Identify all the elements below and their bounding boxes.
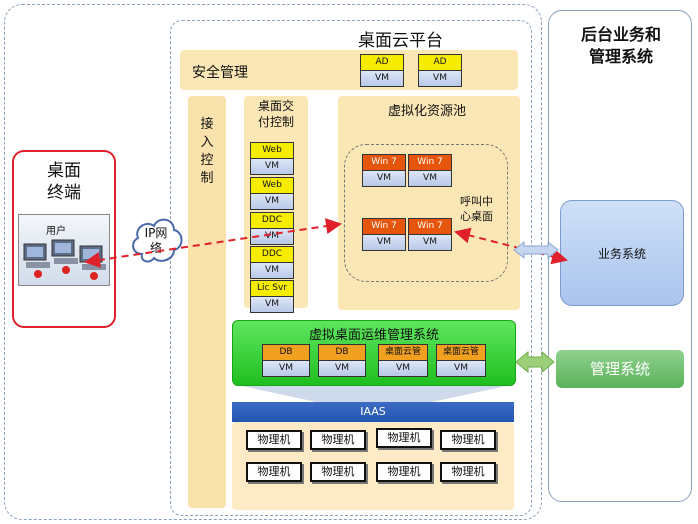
physical-machine: 物理机: [440, 462, 496, 482]
vm-label: VM: [418, 71, 462, 87]
business-double-arrow: [513, 240, 559, 260]
callcenter-group: [344, 144, 508, 282]
physical-machine: 物理机: [310, 462, 366, 482]
access-char: 控: [200, 153, 214, 168]
terminal-title-line-1: 桌面: [47, 161, 81, 181]
access-char: 制: [200, 171, 214, 186]
delivery-vm-2: Web VM: [250, 177, 294, 210]
physical-machine: 物理机: [246, 430, 302, 450]
vm-role-label: Win 7: [362, 218, 406, 235]
vm-label: VM: [250, 297, 294, 313]
platform-title: 桌面云平台: [358, 31, 443, 51]
terminal-title-line-2: 终端: [47, 183, 81, 203]
backend-title: 后台业务和 管理系统: [558, 24, 684, 68]
access-char: 入: [200, 135, 214, 150]
physical-machine: 物理机: [310, 430, 366, 450]
vm-role-label: Win 7: [408, 218, 452, 235]
vm-label: VM: [378, 361, 428, 377]
physical-machine: 物理机: [440, 430, 496, 450]
vm-role-label: Lic Svr: [250, 280, 294, 297]
ops-management-title: 虚拟桌面运维管理系统: [308, 328, 439, 343]
vm-label: VM: [250, 194, 294, 210]
vm-role-label: DB: [262, 344, 310, 361]
platform-frame: [170, 20, 532, 516]
callcenter-label: 呼叫中 心桌面: [460, 194, 493, 224]
iaas-funnel: [242, 386, 506, 402]
vm-role-label: 桌面云管: [436, 344, 486, 361]
ops-vm-1: DB VM: [262, 344, 310, 377]
delivery-title-line-1: 桌面交: [257, 99, 294, 113]
resource-pool-title: 虚拟化资源池: [388, 104, 467, 119]
vm-label: VM: [262, 361, 310, 377]
vm-role-label: 桌面云管: [378, 344, 428, 361]
physical-machine: 物理机: [246, 462, 302, 482]
vm-role-label: AD: [360, 54, 404, 71]
user-label: 用户: [46, 226, 66, 237]
access-control-title: 接 入 控 制: [196, 116, 218, 188]
vm-role-label: AD: [418, 54, 462, 71]
ops-vm-2: DB VM: [318, 344, 366, 377]
vm-role-label: Web: [250, 142, 294, 159]
delivery-vm-5: Lic Svr VM: [250, 280, 294, 313]
ops-vm-3: 桌面云管 VM: [378, 344, 428, 377]
iaas-layer: IAAS: [232, 402, 514, 422]
security-title: 安全管理: [192, 65, 248, 81]
vm-label: VM: [318, 361, 366, 377]
delivery-title-line-2: 付控制: [257, 115, 294, 129]
management-double-arrow: [515, 350, 555, 374]
callcenter-line-2: 心桌面: [460, 210, 493, 223]
pool-vm-4: Win 7 VM: [408, 218, 452, 251]
desktop-terminal-title: 桌面 终端: [12, 160, 116, 204]
security-vm-2: AD VM: [418, 54, 462, 87]
pool-vm-1: Win 7 VM: [362, 154, 406, 187]
business-system: 业务系统: [560, 200, 684, 306]
vm-role-label: Win 7: [408, 154, 452, 171]
security-vm-1: AD VM: [360, 54, 404, 87]
pool-vm-3: Win 7 VM: [362, 218, 406, 251]
delivery-control-title: 桌面交 付控制: [244, 98, 308, 130]
terminal-pool-link: [84, 218, 342, 268]
vm-label: VM: [360, 71, 404, 87]
vm-role-label: Win 7: [362, 154, 406, 171]
vm-label: VM: [408, 171, 452, 187]
vm-role-label: Web: [250, 177, 294, 194]
backend-title-line-1: 后台业务和: [580, 25, 661, 44]
vm-label: VM: [408, 235, 452, 251]
vm-role-label: DB: [318, 344, 366, 361]
vm-label: VM: [362, 171, 406, 187]
management-system: 管理系统: [556, 350, 684, 388]
access-control-column: [188, 96, 226, 508]
pool-business-link: [454, 227, 568, 265]
callcenter-line-1: 呼叫中: [460, 195, 493, 208]
backend-title-line-2: 管理系统: [588, 47, 653, 66]
access-char: 接: [200, 117, 214, 132]
vm-label: VM: [362, 235, 406, 251]
vm-label: VM: [436, 361, 486, 377]
physical-machine: 物理机: [376, 428, 432, 448]
physical-machine: 物理机: [376, 462, 432, 482]
ops-vm-4: 桌面云管 VM: [436, 344, 486, 377]
vm-label: VM: [250, 159, 294, 175]
delivery-vm-1: Web VM: [250, 142, 294, 175]
pool-vm-2: Win 7 VM: [408, 154, 452, 187]
